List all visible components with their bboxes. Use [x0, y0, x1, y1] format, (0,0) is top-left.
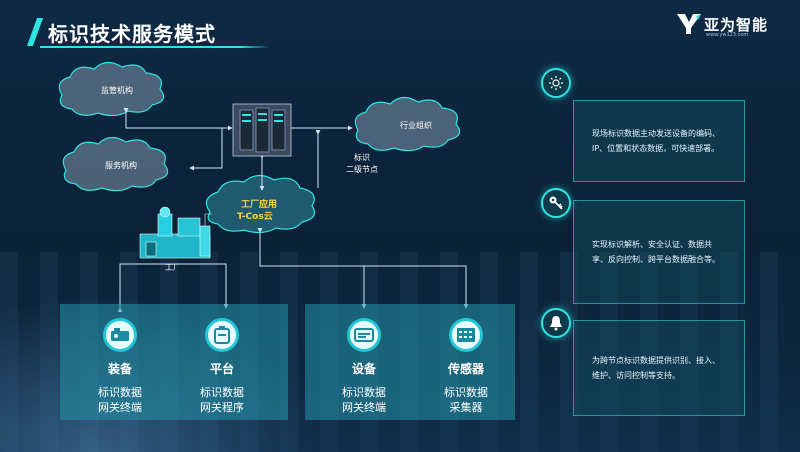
- info-text-line: 享、反向控制、跨平台数据融合等。: [592, 255, 720, 264]
- info-text-line: 实现标识解析、安全认证、数据共: [592, 240, 712, 249]
- sun-icon: [541, 68, 571, 98]
- device-sub1: 标识数据: [200, 386, 244, 399]
- node-secondary-line2: 二级节点: [346, 165, 378, 174]
- node-factory-app-line1: 工厂应用: [241, 200, 278, 210]
- node-industry: 行业组织: [400, 121, 432, 130]
- device-card-sensor: 传感器 标识数据 采集器: [421, 318, 511, 415]
- device-sub2: 网关终端: [98, 401, 142, 414]
- info-box-1: 现场标识数据主动发送设备的编码、 IP、位置和状态数据，可快速部署。: [573, 100, 745, 182]
- device-sub2: 网关程序: [200, 401, 244, 414]
- logo-name: 亚为智能: [704, 15, 769, 34]
- info-text-line: 为跨节点标识数据提供识别、接入、: [592, 356, 720, 365]
- server-rack-icon: [232, 103, 292, 157]
- info-box-2: 实现标识解析、安全认证、数据共 享、反向控制、跨平台数据融合等。: [573, 200, 745, 304]
- device-card-device: 设备 标识数据 网关终端: [319, 318, 409, 415]
- brand-logo: 亚为智能 www.yw123.com: [676, 10, 786, 38]
- platform-icon: [205, 318, 239, 352]
- node-factory: 工厂: [165, 263, 181, 272]
- device-sub2: 采集器: [449, 401, 483, 414]
- cloud-service: [62, 136, 169, 192]
- info-box-3: 为跨节点标识数据提供识别、接入、 维护、访问控制等支持。: [573, 320, 745, 416]
- device-card-equipment: 装备 标识数据 网关终端: [75, 318, 165, 415]
- device-card-platform: 平台 标识数据 网关程序: [177, 318, 267, 415]
- device-sub1: 标识数据: [342, 386, 386, 399]
- connection-lines: [117, 107, 469, 313]
- node-secondary-line1: 标识: [354, 153, 370, 162]
- cloud-industry: [354, 96, 461, 152]
- device-panel-left: [60, 304, 288, 420]
- key-icon: [541, 188, 571, 218]
- info-text-line: IP、位置和状态数据，可快速部署。: [592, 144, 720, 153]
- equipment-icon: [103, 318, 137, 352]
- title-bar: 标识技术服务模式: [40, 14, 270, 48]
- device-title: 装备: [107, 362, 132, 376]
- device-panel-right: [305, 304, 515, 420]
- device-sub2: 网关终端: [342, 401, 386, 414]
- device-title: 传感器: [447, 362, 484, 376]
- device-icon: [347, 318, 381, 352]
- device-sub1: 标识数据: [444, 386, 488, 399]
- factory-icon: [139, 206, 212, 259]
- device-sub1: 标识数据: [98, 386, 142, 399]
- device-title: 设备: [351, 362, 376, 376]
- sensor-icon: [449, 318, 483, 352]
- info-text-line: 维护、访问控制等支持。: [592, 371, 680, 380]
- logo-url: www.yw123.com: [706, 32, 749, 38]
- cloud-factory-app: [205, 174, 315, 234]
- bell-icon: [541, 308, 571, 338]
- node-factory-app-line2: T-Cos云: [237, 212, 273, 222]
- device-title: 平台: [209, 362, 234, 376]
- node-supervision: 监管机构: [101, 86, 133, 95]
- cloud-supervision: [58, 61, 165, 117]
- page-title: 标识技术服务模式: [48, 22, 216, 46]
- info-text-line: 现场标识数据主动发送设备的编码、: [592, 129, 720, 138]
- logo-mark-icon: [677, 14, 701, 34]
- node-service: 服务机构: [105, 161, 137, 170]
